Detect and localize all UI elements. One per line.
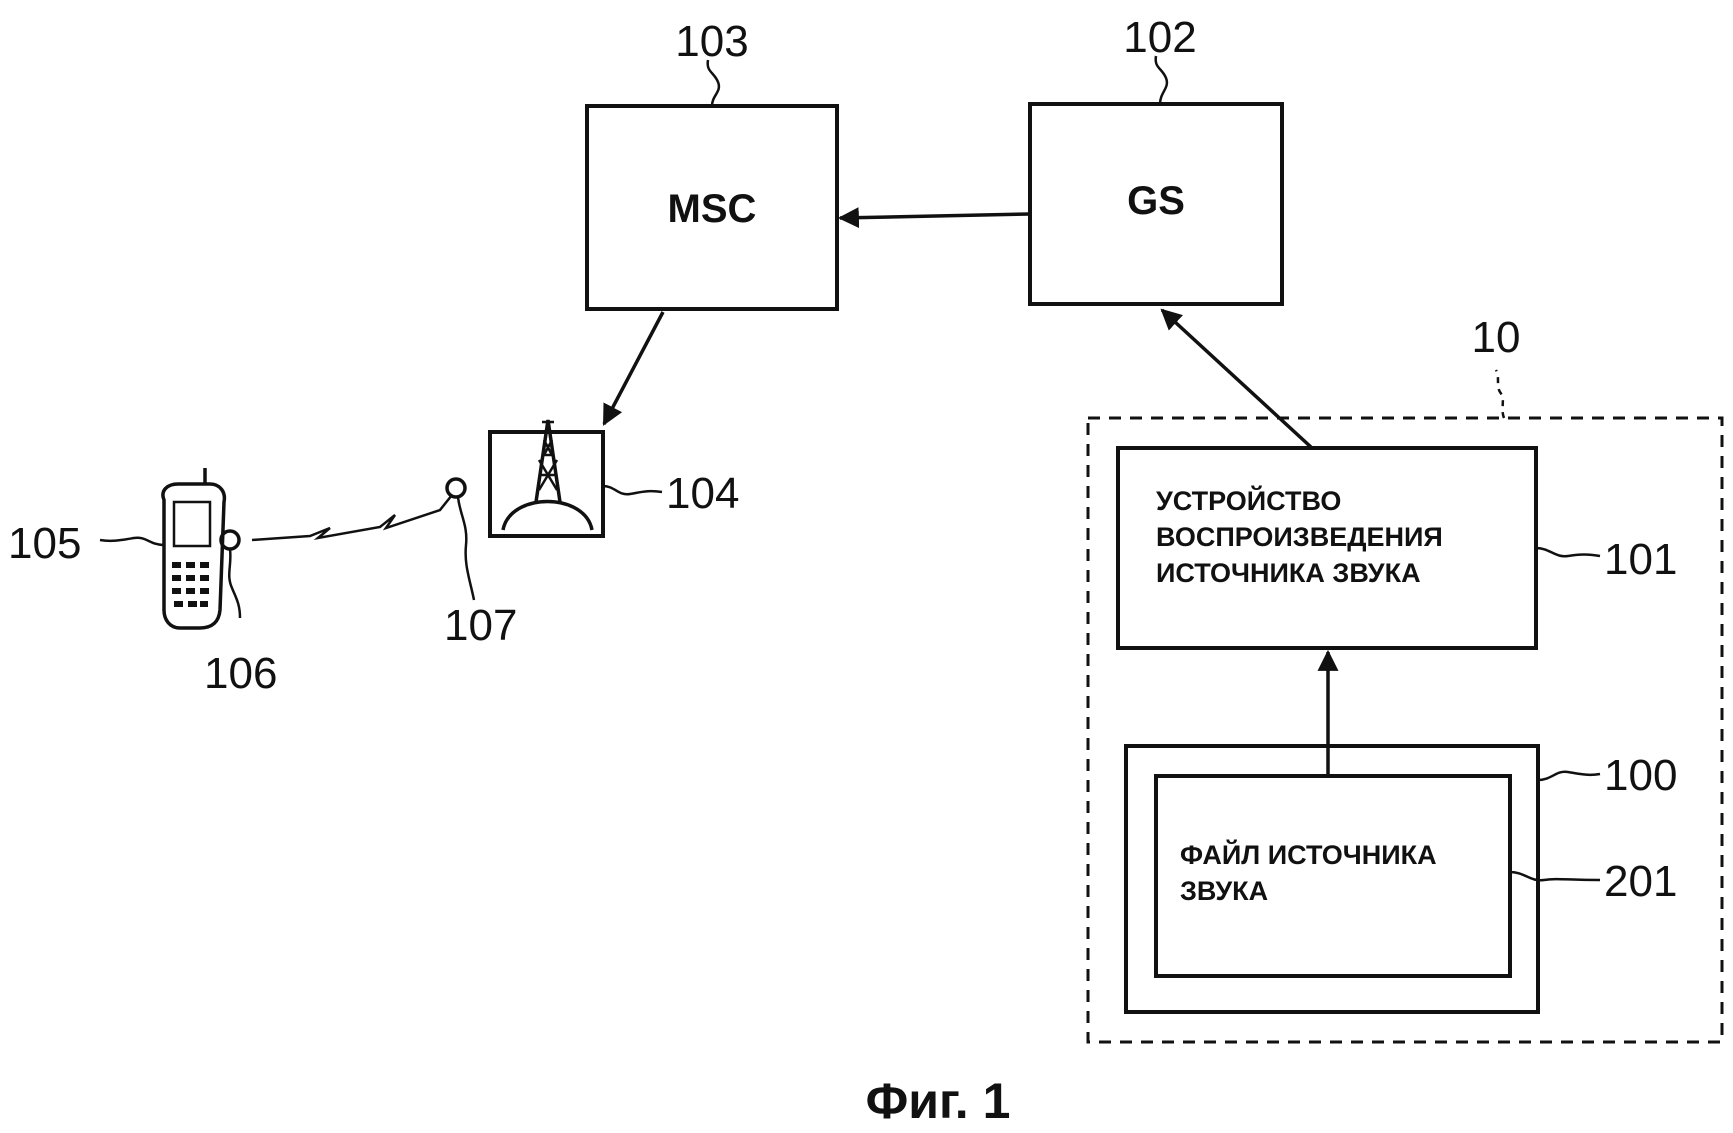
station-antenna-leader (456, 496, 476, 601)
mobile-phone-icon (161, 468, 227, 630)
sound-file-leader (1509, 870, 1601, 882)
msc-label: MSC (668, 187, 757, 231)
system-boundary (1086, 416, 1724, 1044)
base-station (488, 419, 605, 538)
radio-link-zigzag (251, 494, 453, 542)
mobile-antenna-ref: 106 (204, 649, 277, 698)
antenna-tower-icon (501, 419, 594, 531)
player-to-gs-arrow (1160, 308, 1314, 450)
figure-caption: Фиг. 1 (866, 1073, 1011, 1129)
gs-block (1028, 102, 1284, 306)
msc-ref: 103 (675, 17, 748, 66)
storage-ref: 100 (1604, 751, 1677, 800)
msc-block (585, 104, 839, 311)
player-leader (1535, 546, 1601, 558)
sound-file-label-line-2: ЗВУКА (1180, 876, 1268, 906)
storage-leader (1537, 770, 1601, 782)
gs-label: GS (1127, 179, 1185, 223)
station-antenna-circle (445, 477, 467, 499)
gs-ref: 102 (1123, 13, 1196, 62)
mobile-leader (99, 536, 165, 547)
base-station-leader (602, 484, 663, 496)
sound-file-block (1154, 774, 1512, 978)
player-label-line-2: ВОСПРОИЗВЕДЕНИЯ (1156, 522, 1443, 552)
msc-to-base-station-arrow (602, 311, 665, 426)
station-antenna-ref: 107 (444, 601, 517, 650)
player-ref: 101 (1604, 535, 1677, 584)
player-label: УСТРОЙСТВО ВОСПРОИЗВЕДЕНИЯ ИСТОЧНИКА ЗВУ… (1156, 485, 1450, 588)
player-label-line-3: ИСТОЧНИКА ЗВУКА (1156, 558, 1421, 588)
system-leader (1494, 369, 1506, 419)
gs-to-msc-arrow (837, 207, 1031, 229)
sound-file-label: ФАЙЛ ИСТОЧНИКА ЗВУКА (1180, 839, 1444, 906)
sound-file-label-line-1: ФАЙЛ ИСТОЧНИКА (1180, 839, 1437, 870)
msc-leader (706, 59, 721, 107)
sound-file-ref: 201 (1604, 857, 1677, 906)
base-station-ref: 104 (666, 469, 739, 518)
gs-leader (1154, 55, 1169, 105)
mobile-ref: 105 (8, 519, 81, 568)
player-label-line-1: УСТРОЙСТВО (1156, 485, 1341, 516)
mobile-antenna-leader (228, 548, 242, 619)
system-ref: 10 (1472, 313, 1521, 362)
